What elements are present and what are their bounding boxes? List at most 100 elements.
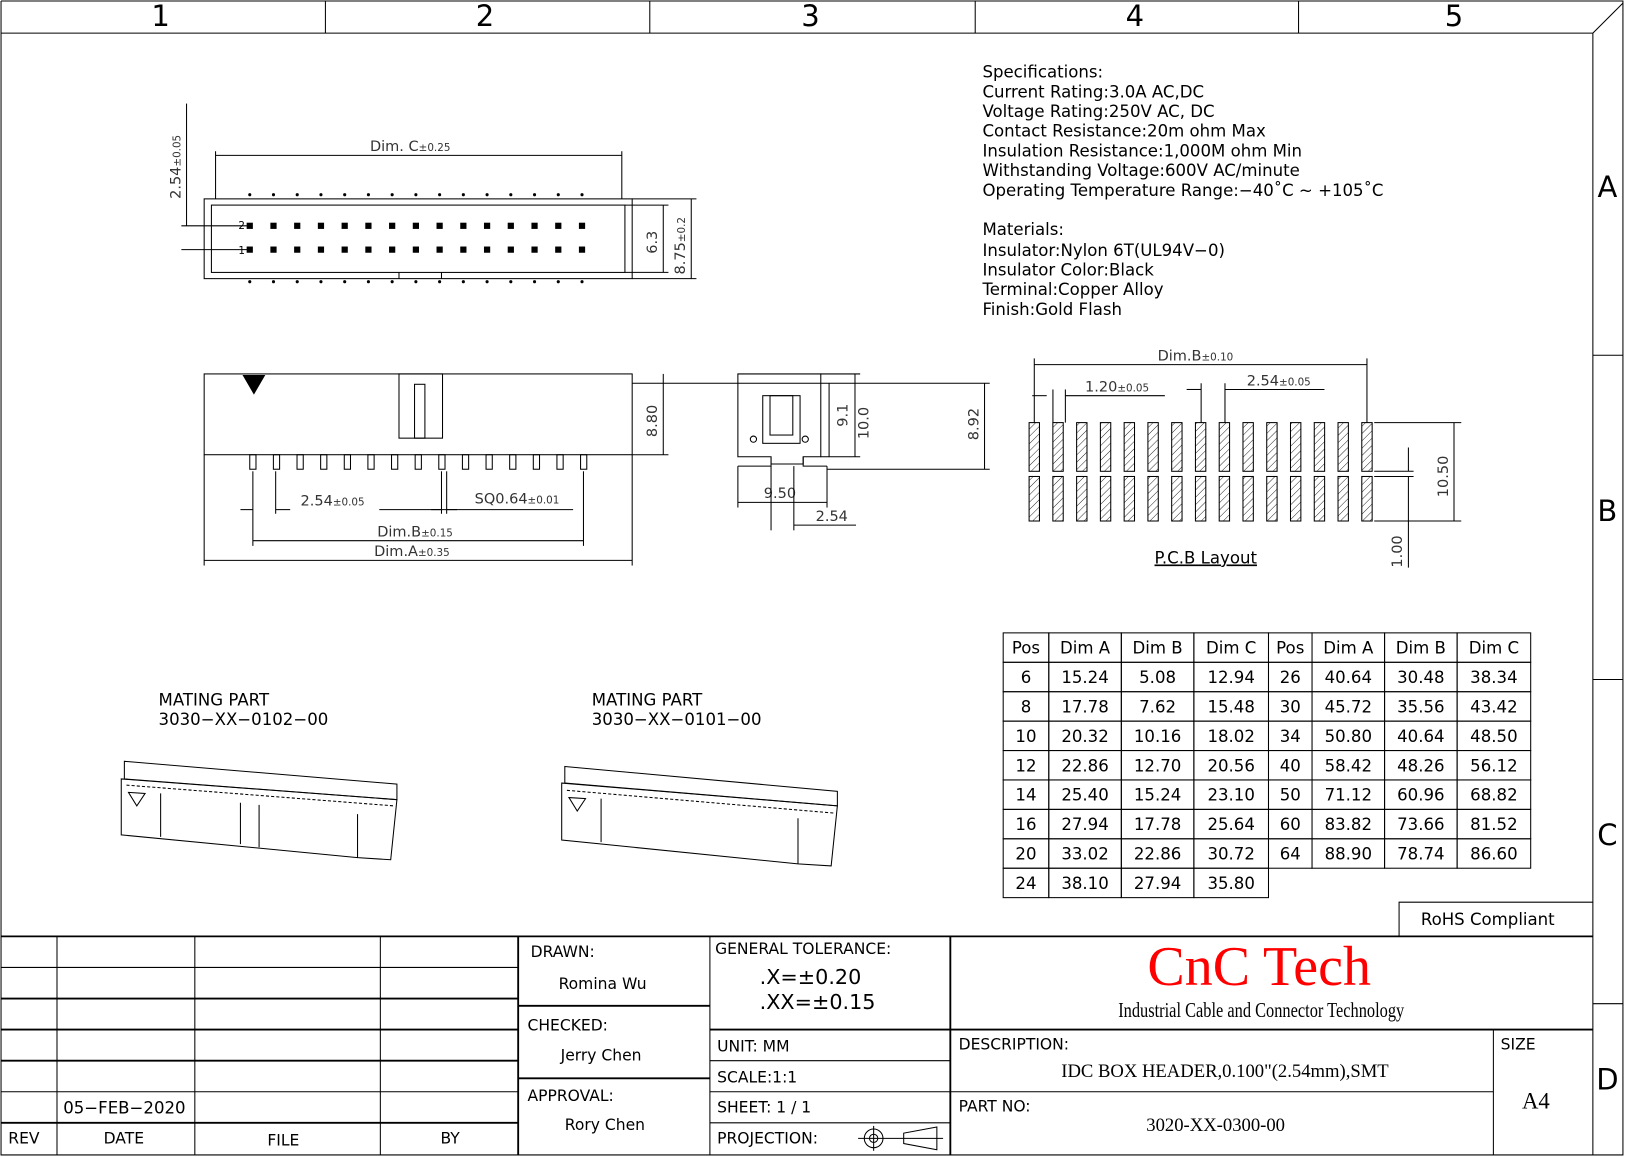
table-cell-text: 60 [1280,815,1301,834]
pitch-label: 2.54±0.05 [168,135,184,199]
unit-label: UNIT: MM [717,1037,789,1055]
pin-icon [317,246,325,253]
pin-tail-icon [580,193,584,197]
dim-b-label: Dim.B±0.15 [377,525,453,541]
pcb-pad [1313,422,1326,472]
pin-icon [389,222,396,229]
spec-line: Contact Resistance:20m ohm Max [982,122,1266,141]
pin-tail-icon [532,193,537,197]
zone-col-2: 2 [476,0,494,33]
table-cell-text: 15.24 [1134,786,1181,805]
height-6-3-label: 6.3 [645,231,661,254]
mating-part-number: 3030−XX−0101−00 [592,710,762,729]
pin-icon [460,246,467,253]
table-cell-text: 48.26 [1397,756,1444,775]
table-cell-text: 8 [1021,697,1032,716]
pcb-pad [1147,475,1159,522]
table-cell-text: 7.62 [1139,697,1176,716]
zone-row-c: C [1597,818,1617,852]
table-cell-text: 12.94 [1207,668,1254,687]
tolerance-label: GENERAL TOLERANCE: [715,940,891,958]
table-cell-text: 35.80 [1207,874,1254,893]
spec-line: Voltage Rating:250V AC, DC [982,102,1214,121]
sq-label: SQ0.64±0.01 [475,491,560,507]
pin-tail-icon [271,193,276,197]
table-cell-text: 23.10 [1207,786,1254,805]
side-height-10-0-label: 10.0 [856,407,872,439]
table-cell-text: 86.60 [1470,845,1517,864]
title-block: REV DATE FILE BY 05−FEB−2020 DRAWN: Romi… [1,935,1593,1155]
pin-tail-icon [295,280,299,284]
table-cell-text: 15.48 [1207,697,1254,716]
pcb-gap-label: 1.00 [1390,535,1406,567]
table-cell-text: 25.40 [1061,786,1108,805]
pcb-pad [1361,422,1373,472]
pin-tail-icon [319,193,323,197]
table-cell-text: 10.16 [1134,727,1181,746]
spec-line: Withstanding Voltage:600V AC/minute [982,161,1299,180]
table-cell-text: 30.72 [1207,845,1254,864]
pin-icon [270,246,277,253]
terminal-leg [485,454,493,470]
pin-tail-icon [556,280,560,284]
table-cell-text: 27.94 [1061,815,1108,834]
pin-tail-icon [461,193,465,197]
pcb-layout-title: P.C.B Layout [1154,548,1257,567]
table-cell-text: 81.52 [1470,815,1517,834]
table-header-text: Dim C [1206,639,1256,658]
part-no-label: PART NO: [959,1097,1031,1115]
pcb-pad [1337,422,1349,472]
material-line: Insulator:Nylon 6T(UL94V−0) [982,241,1224,260]
pcb-pad [1337,475,1349,522]
terminal-leg [272,454,281,470]
terminal-leg [320,454,328,470]
pin-icon [412,222,419,229]
pin-tail-icon [509,193,513,197]
table-cell-text: 5.08 [1139,668,1176,687]
pcb-pad [1194,475,1207,522]
projection-label: PROJECTION: [717,1130,818,1148]
approval-label: APPROVAL: [528,1087,614,1105]
pin-tail-icon [414,280,418,284]
pin-icon [555,246,562,253]
pin-icon [578,246,586,253]
table-cell-text: 15.24 [1061,668,1108,687]
pin-icon [341,246,348,253]
table-cell-text: 18.02 [1207,727,1254,746]
pcb-layout: Dim.B±0.10 1.20±0.05 2.54±0.05 10.50 1.0… [1028,348,1462,568]
table-cell-text: 88.90 [1325,845,1372,864]
pin-icon [365,246,372,253]
revision-date: 05−FEB−2020 [63,1098,185,1117]
table-cell-text: 22.86 [1061,756,1108,775]
third-angle-projection-icon [858,1125,944,1151]
table-cell-text: 58.42 [1325,756,1372,775]
pin-icon [507,222,514,229]
table-header-text: Pos [1276,639,1304,658]
pin-icon [436,246,443,253]
zone-col-3: 3 [801,0,819,33]
pin-icon [294,246,301,253]
table-header-text: Dim A [1060,639,1111,658]
table-header-text: Dim A [1323,639,1374,658]
table-cell-text: 22.86 [1134,845,1181,864]
approved-by: Rory Chen [565,1116,645,1134]
terminal-leg [438,454,446,470]
table-cell-text: 56.12 [1470,756,1517,775]
pin-icon [317,222,325,229]
pcb-pad [1266,475,1278,522]
table-cell-text: 83.82 [1325,815,1372,834]
pin-tail-icon [438,280,442,284]
pin-icon [483,246,491,253]
pin-icon [531,222,538,229]
pin-tail-icon [532,280,537,284]
pcb-pad [1099,475,1112,522]
mating-part-label: MATING PART [592,690,703,709]
table-cell-text: 38.34 [1470,668,1517,687]
table-cell-text: 20.32 [1061,727,1108,746]
terminal-leg [296,454,304,470]
pin-tail-icon [390,193,394,197]
terminal-leg [414,454,422,470]
pin-tail-icon [414,193,418,197]
size-label: SIZE [1501,1035,1536,1053]
